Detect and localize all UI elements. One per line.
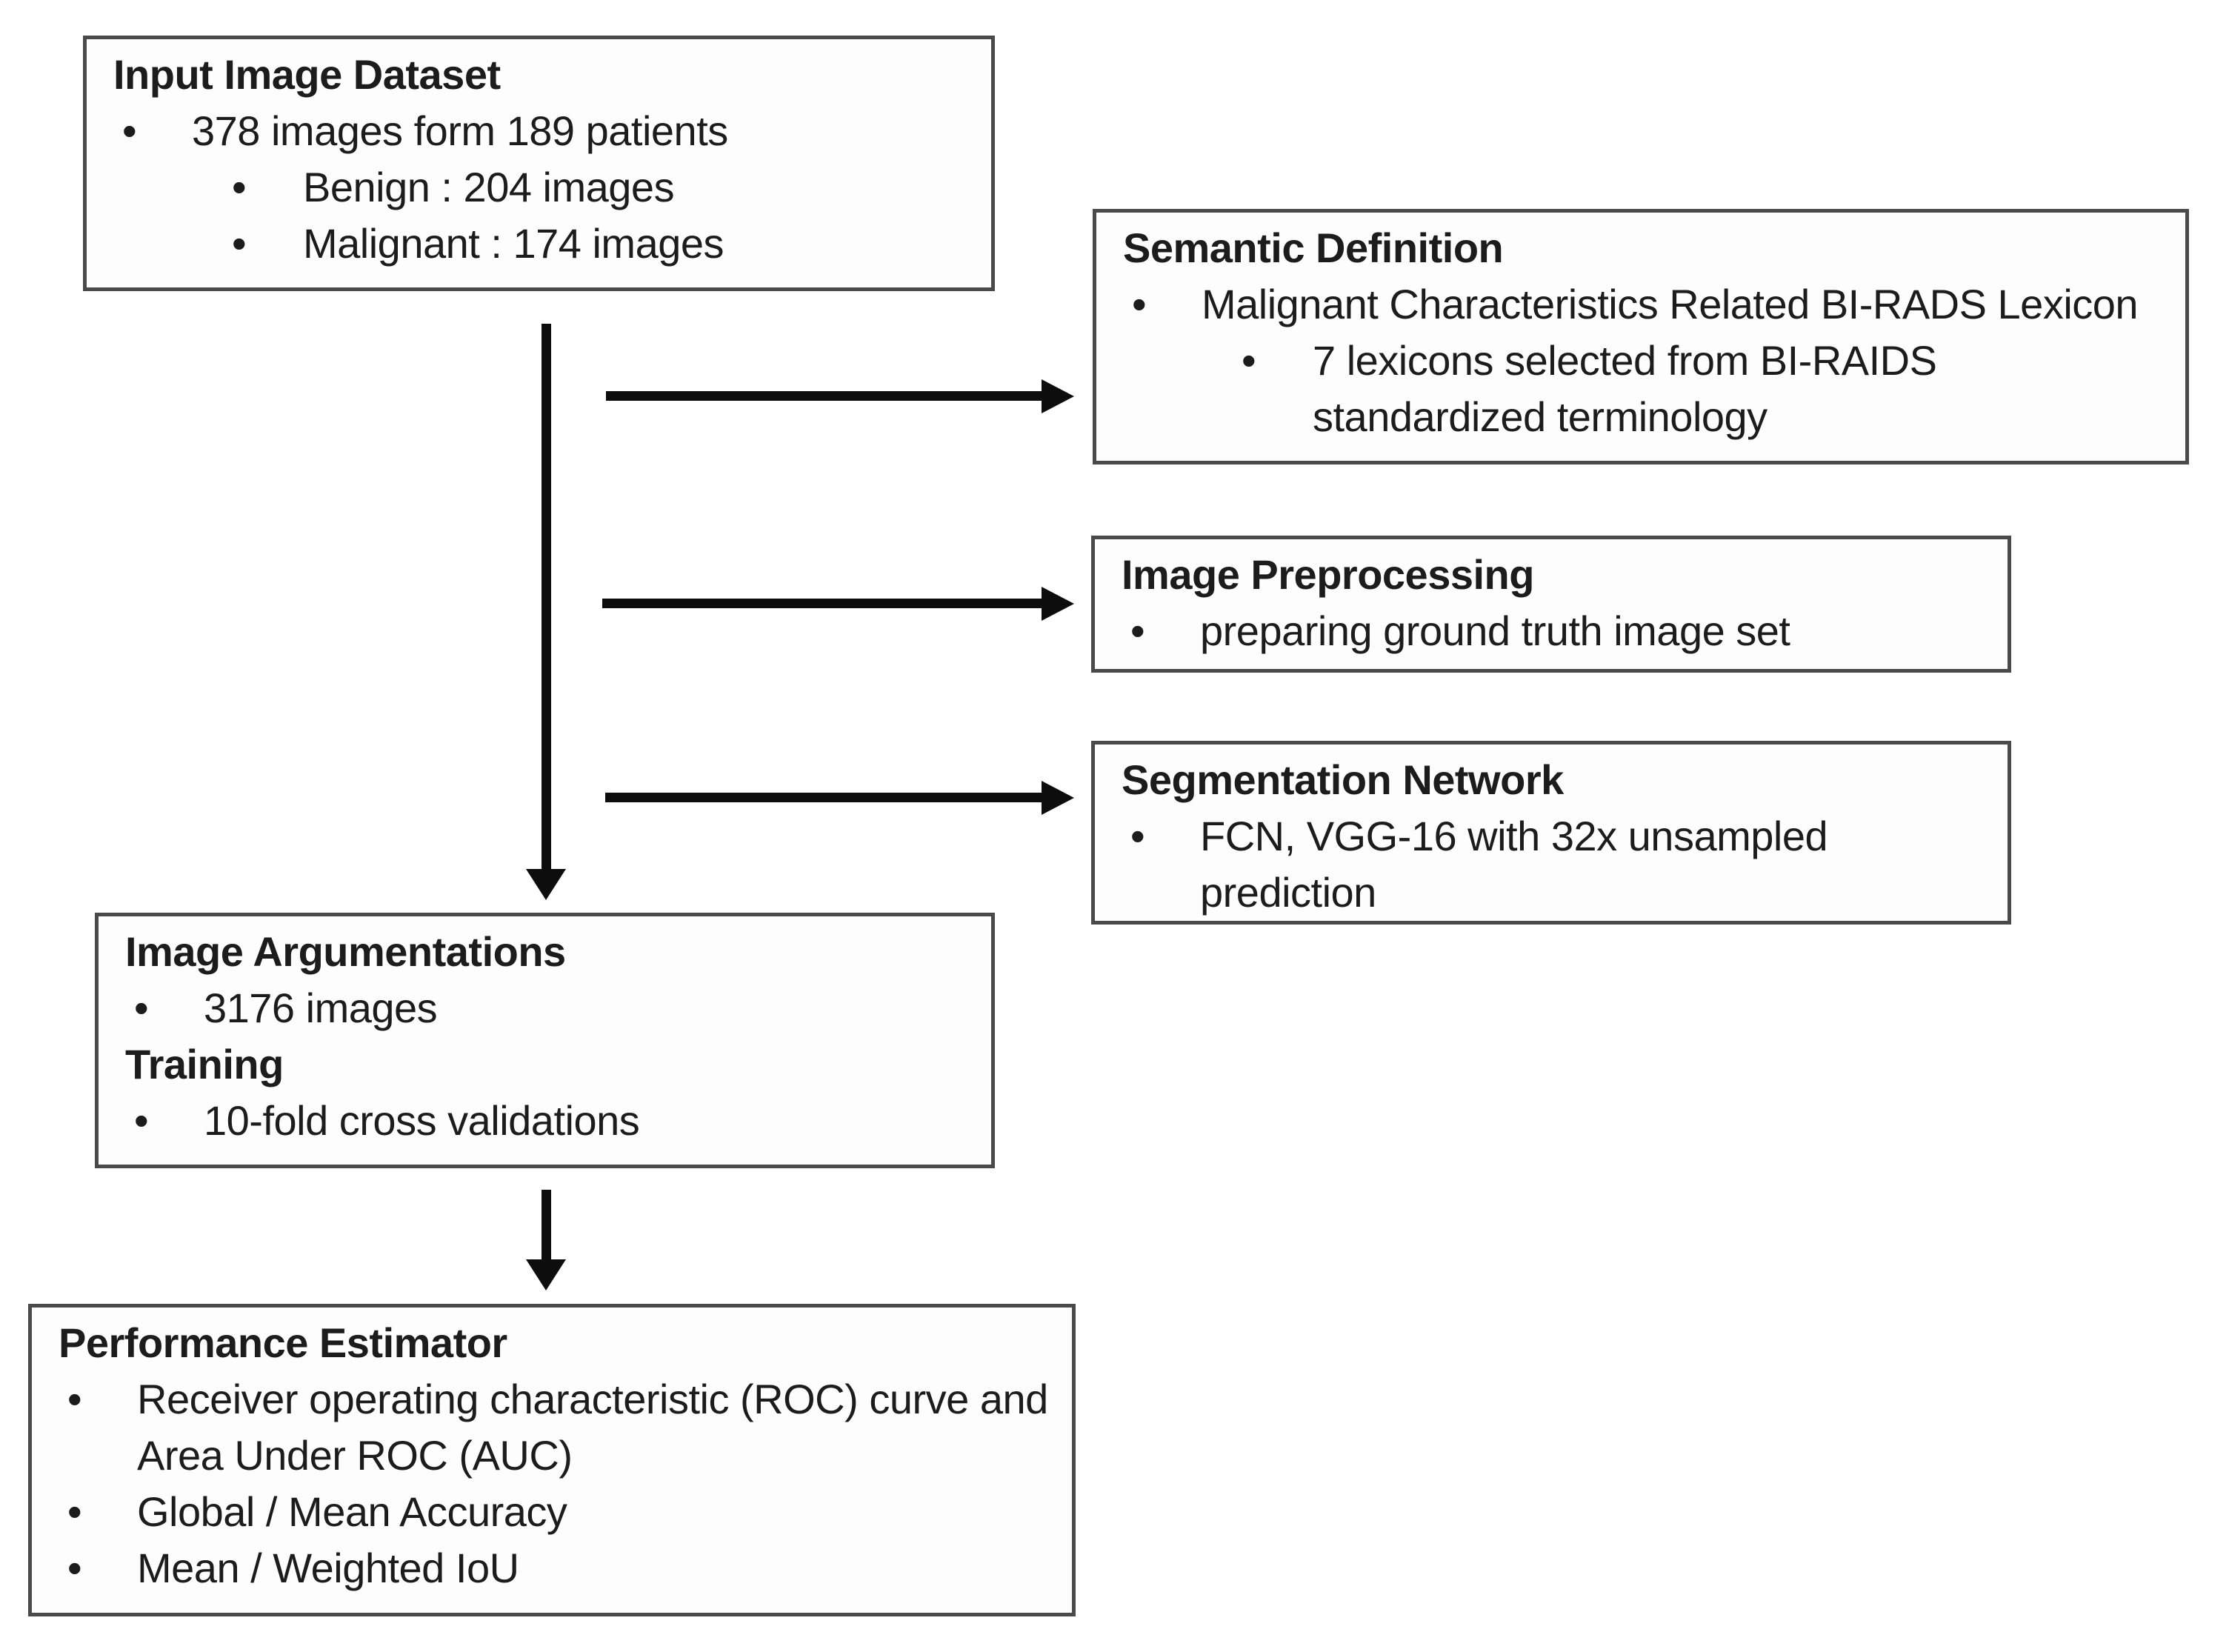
box-semantic-definition: Semantic Definition • Malignant Characte…	[1093, 209, 2189, 464]
list-item-text: 378 images form 189 patients	[192, 107, 728, 154]
bullet-icon: •	[67, 1545, 82, 1591]
list-item: • Malignant : 174 images	[87, 216, 980, 272]
arrow-down-augmentation-to-performance	[542, 1190, 551, 1261]
list-item: • preparing ground truth image set	[1095, 603, 1996, 659]
list-item: • Malignant Characteristics Related BI-R…	[1096, 276, 2174, 333]
list-item-text: FCN, VGG-16 with 32x unsampled predictio…	[1200, 813, 1828, 916]
bullet-icon: •	[134, 985, 149, 1031]
box-title: Image Argumentations	[125, 928, 566, 975]
bullet-icon: •	[1132, 281, 1147, 327]
bullet-icon: •	[122, 107, 137, 154]
box-title: Semantic Definition	[1123, 224, 1504, 271]
bullet-icon: •	[1130, 607, 1145, 654]
box-input-image-dataset: Input Image Dataset • 378 images form 18…	[83, 36, 995, 291]
bullet-icon: •	[232, 164, 247, 210]
list-item-text: preparing ground truth image set	[1200, 607, 1790, 654]
arrow-down-dataset-to-augmentation	[542, 324, 551, 869]
list-item: • Global / Mean Accuracy	[32, 1484, 1061, 1540]
list-item-text: Malignant : 174 images	[303, 220, 724, 267]
list-item: • Receiver operating characteristic (ROC…	[32, 1371, 1061, 1484]
box-title: Performance Estimator	[59, 1319, 507, 1366]
list-item-text: Receiver operating characteristic (ROC) …	[137, 1376, 1048, 1479]
list-item: • 378 images form 189 patients	[87, 103, 980, 159]
bullet-icon: •	[1130, 813, 1145, 859]
arrowhead-down-icon	[526, 869, 566, 900]
arrow-right-to-semantic-definition	[606, 391, 1043, 401]
list-item-text: Global / Mean Accuracy	[137, 1488, 567, 1535]
arrow-right-to-image-preprocessing	[602, 599, 1043, 608]
bullet-icon: •	[232, 220, 247, 267]
list-item-text: 7 lexicons selected from BI-RAIDS standa…	[1313, 337, 1937, 440]
arrowhead-right-icon	[1042, 781, 1074, 815]
list-item-text: Benign : 204 images	[303, 164, 675, 210]
bullet-icon: •	[67, 1376, 82, 1422]
list-item: • 7 lexicons selected from BI-RAIDS stan…	[1096, 333, 2174, 445]
bullet-icon: •	[1242, 337, 1256, 384]
box-performance-estimator: Performance Estimator • Receiver operati…	[28, 1304, 1076, 1616]
list-item: • Benign : 204 images	[87, 159, 980, 216]
list-item-text: Malignant Characteristics Related BI-RAD…	[1202, 281, 2139, 327]
box-image-argumentations-training: Image Argumentations • 3176 images Train…	[95, 913, 995, 1168]
list-item: • Mean / Weighted IoU	[32, 1540, 1061, 1596]
box-title: Input Image Dataset	[113, 51, 501, 98]
list-item-text: 3176 images	[204, 985, 438, 1031]
arrowhead-right-icon	[1042, 587, 1074, 621]
arrowhead-down-icon	[526, 1259, 566, 1290]
arrowhead-right-icon	[1042, 379, 1074, 413]
list-item: • 3176 images	[99, 980, 980, 1036]
list-item: • FCN, VGG-16 with 32x unsampled predict…	[1095, 808, 1996, 921]
box-title: Segmentation Network	[1122, 756, 1564, 803]
list-item: • 10-fold cross validations	[99, 1093, 980, 1149]
arrow-right-to-segmentation-network	[605, 793, 1043, 802]
list-item-text: 10-fold cross validations	[204, 1097, 640, 1144]
box-title: Training	[125, 1041, 284, 1088]
bullet-icon: •	[67, 1488, 82, 1535]
box-title: Image Preprocessing	[1122, 551, 1534, 598]
list-item-text: Mean / Weighted IoU	[137, 1545, 519, 1591]
box-segmentation-network: Segmentation Network • FCN, VGG-16 with …	[1091, 741, 2011, 925]
box-image-preprocessing: Image Preprocessing • preparing ground t…	[1091, 536, 2011, 673]
bullet-icon: •	[134, 1097, 149, 1144]
